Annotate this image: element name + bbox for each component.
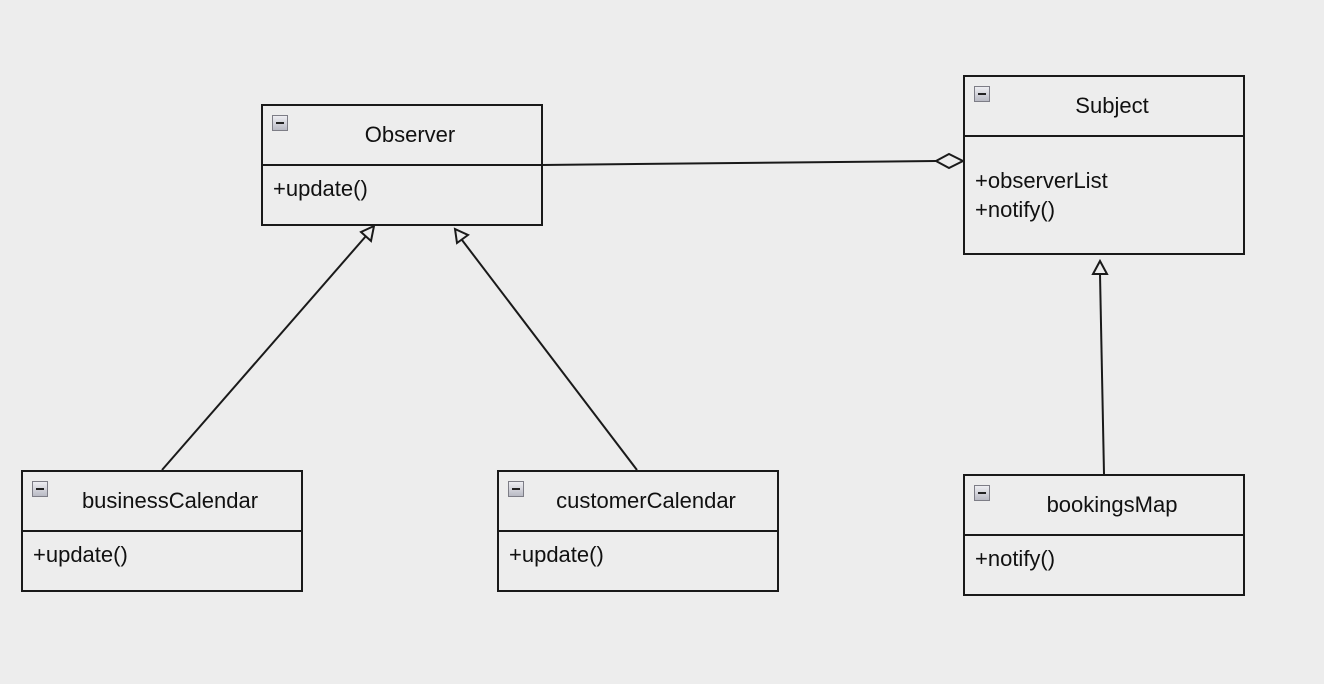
class-business-calendar[interactable]: businessCalendar +update() [21,470,303,592]
class-member: +notify() [975,197,1056,222]
generalization-line-business-calendar [161,235,367,471]
collapse-minus-icon[interactable] [272,115,288,131]
class-member: +observerList [975,168,1108,193]
class-observer[interactable]: Observer +update() [261,104,543,226]
collapse-minus-icon[interactable] [974,485,990,501]
class-business-calendar-name: businessCalendar [81,488,259,513]
collapse-minus-icon[interactable] [508,481,524,497]
class-subject[interactable]: Subject +observerList +notify() [963,75,1245,255]
generalization-arrowhead-bookings-map [1091,258,1109,275]
class-subject-header: Subject [965,77,1243,137]
class-customer-calendar-header: customerCalendar [499,472,777,532]
class-observer-header: Observer [263,106,541,166]
class-customer-calendar[interactable]: customerCalendar +update() [497,470,779,592]
aggregation-line [541,160,937,166]
class-bookings-map-name: bookingsMap [1046,492,1178,517]
class-bookings-map-members: +notify() [965,536,1243,581]
generalization-arrowhead-customer-calendar [453,227,470,245]
aggregation-diamond [933,152,966,170]
class-customer-calendar-name: customerCalendar [556,488,736,513]
class-observer-name: Observer [364,122,456,147]
generalization-line-customer-calendar [461,239,638,471]
class-subject-members: +observerList +notify() [965,137,1243,253]
class-member: +update() [509,542,604,567]
class-member: +update() [273,176,368,201]
class-business-calendar-header: businessCalendar [23,472,301,532]
collapse-minus-icon[interactable] [974,86,990,102]
class-observer-members: +update() [263,166,541,211]
generalization-line-bookings-map [1099,273,1105,475]
class-bookings-map-header: bookingsMap [965,476,1243,536]
class-member: +update() [33,542,128,567]
class-subject-name: Subject [1075,93,1149,118]
class-customer-calendar-members: +update() [499,532,777,577]
class-bookings-map[interactable]: bookingsMap +notify() [963,474,1245,596]
collapse-minus-icon[interactable] [32,481,48,497]
class-member: +notify() [975,546,1056,571]
class-business-calendar-members: +update() [23,532,301,577]
generalization-arrowhead-business-calendar [359,224,376,243]
